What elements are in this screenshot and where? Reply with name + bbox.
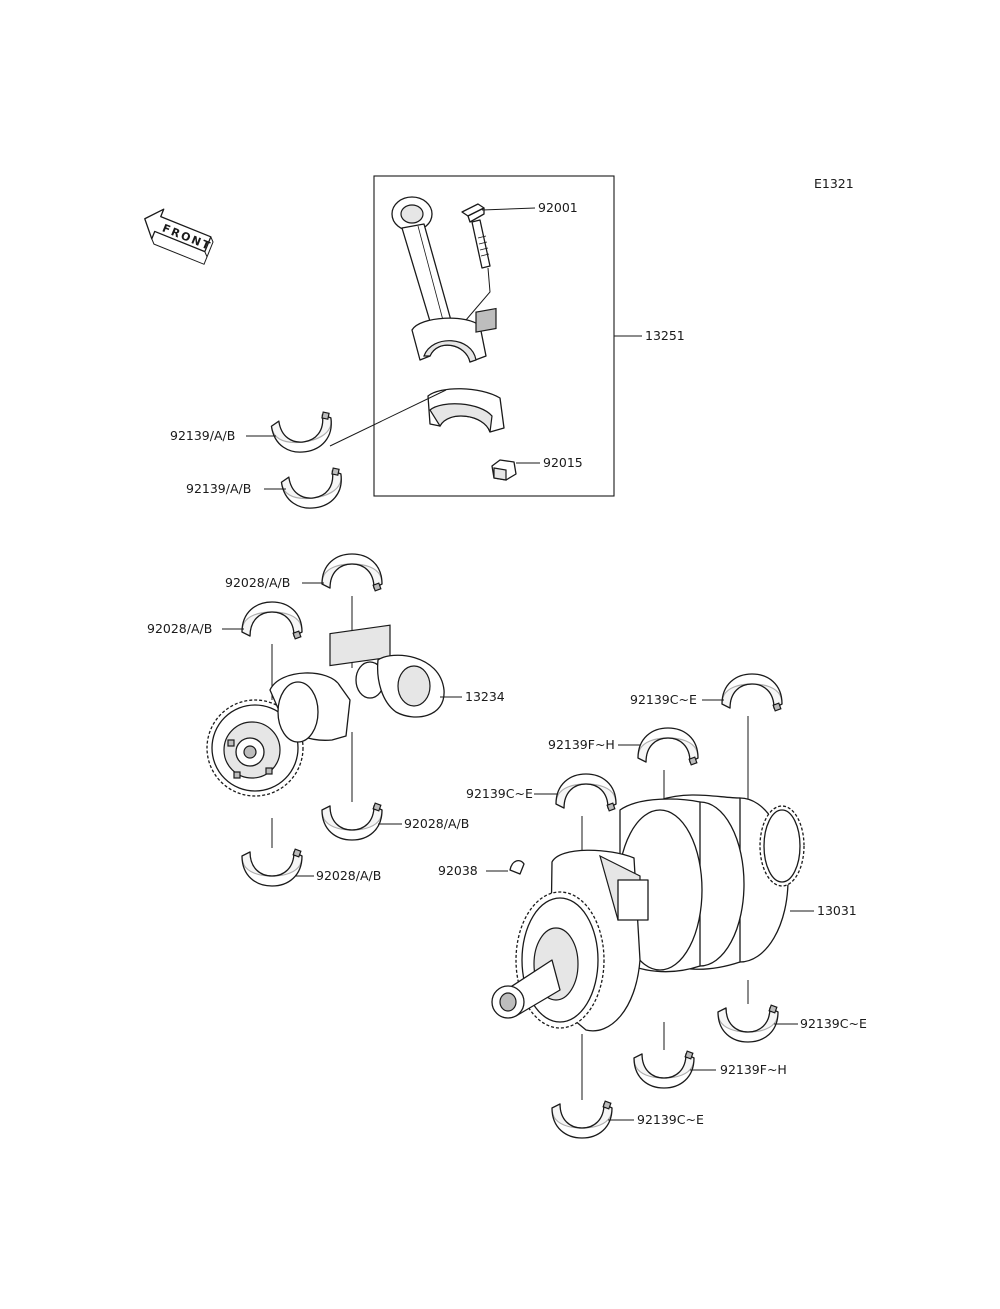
crank-bearing-shell-2	[637, 727, 699, 766]
conrod-bolt	[461, 203, 491, 321]
label-92001: 92001	[538, 200, 578, 215]
label-92028-a-b-3: 92028/A/B	[404, 816, 469, 831]
balancer-bearing-shell-1	[321, 553, 383, 592]
rod-bearing-shell-2	[279, 466, 346, 513]
label-92038: 92038	[438, 863, 478, 878]
label-92139c-e-4: 92139C~E	[637, 1112, 704, 1127]
balancer-bearing-shell-4	[241, 848, 303, 887]
label-92139-a-b-2: 92139/A/B	[186, 481, 251, 496]
crank-bearing-shell-4	[717, 1004, 779, 1043]
label-92139c-e-3: 92139C~E	[800, 1016, 867, 1031]
rod-bearing-shell-1	[269, 410, 336, 457]
balancer-bearing-shell-3	[321, 802, 383, 841]
crank-bearing-shell-5	[633, 1050, 695, 1089]
label-13251: 13251	[645, 328, 685, 343]
label-92028-a-b-1: 92028/A/B	[225, 575, 290, 590]
label-92028-a-b-2: 92028/A/B	[147, 621, 212, 636]
crankshaft	[491, 794, 805, 1032]
label-13234: 13234	[465, 689, 505, 704]
label-92015: 92015	[543, 455, 583, 470]
label-13031: 13031	[817, 903, 857, 918]
label-92139c-e-2: 92139C~E	[466, 786, 533, 801]
connecting-rod-upper	[391, 196, 487, 363]
label-92028-a-b-4: 92028/A/B	[316, 868, 381, 883]
connecting-rod-cap	[427, 307, 505, 433]
crank-bearing-shell-1	[721, 673, 783, 712]
label-92139f-h-2: 92139F~H	[720, 1062, 787, 1077]
label-92139c-e-1: 92139C~E	[630, 692, 697, 707]
diagram-code: E1321	[814, 176, 854, 191]
label-92139f-h-1: 92139F~H	[548, 737, 615, 752]
balancer-bearing-shell-2	[241, 601, 303, 640]
label-92139-a-b-1: 92139/A/B	[170, 428, 235, 443]
balancer-shaft	[269, 624, 445, 743]
front-arrow-icon: FRONT	[144, 208, 214, 265]
crank-bearing-shell-6	[551, 1100, 613, 1139]
crank-bearing-shell-3	[555, 773, 617, 812]
woodruff-key	[509, 859, 525, 875]
conrod-nut	[491, 459, 517, 481]
